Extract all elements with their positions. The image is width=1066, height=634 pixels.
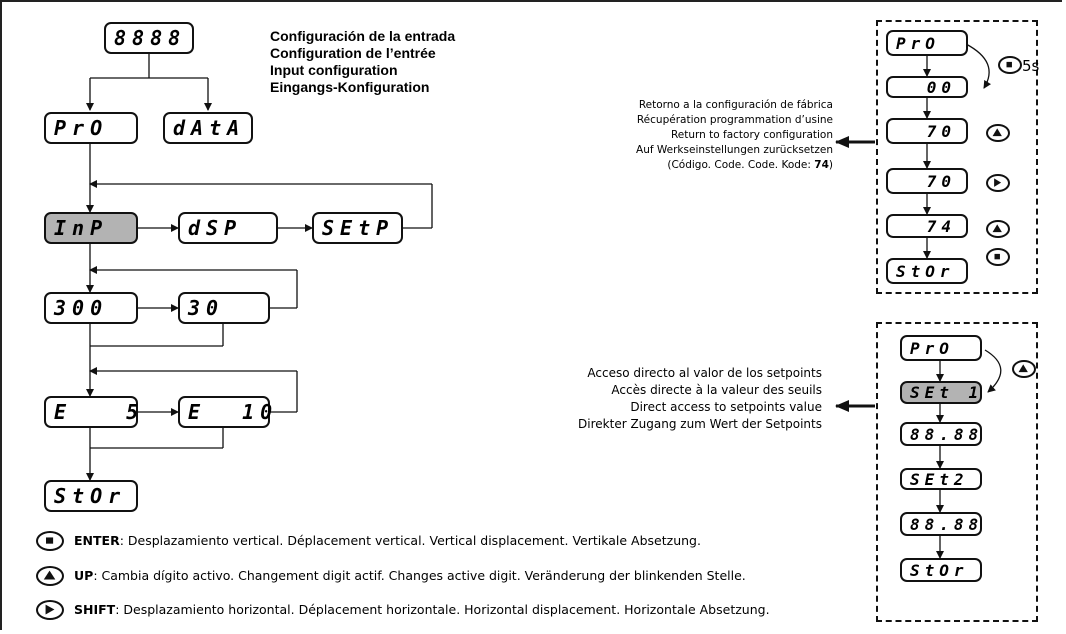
reset-display-70a: 70: [886, 118, 968, 144]
display-stor: StOr: [44, 480, 138, 512]
up-button-icon: [986, 220, 1010, 238]
display-pro: PrO: [44, 112, 138, 144]
setpoint-access-description: Acceso directo al valor de los setpoints…: [578, 365, 822, 433]
enter-button-icon: [998, 56, 1022, 74]
enter-button-icon: [986, 248, 1010, 266]
legend-shift-text: : Desplazamiento horizontal. Déplacement…: [115, 602, 770, 617]
legend-enter: ENTER: Desplazamiento vertical. Déplacem…: [74, 533, 701, 548]
setpoint-desc-fr: Accès directe à la valeur des seuils: [611, 383, 822, 397]
hold-time-label: 5s: [1022, 57, 1040, 75]
display-30: 30: [178, 292, 270, 324]
shift-button-icon: [986, 174, 1010, 192]
display-300: 300: [44, 292, 138, 324]
display-e5: E 5: [44, 396, 138, 428]
display-e10: E 10: [178, 396, 272, 428]
reset-display-pro: PrO: [886, 30, 968, 56]
display-dsp: dSP: [178, 212, 278, 244]
display-inp: InP: [44, 212, 138, 244]
setpoint-display-pro: PrO: [900, 335, 982, 361]
shift-button-icon: [36, 600, 64, 620]
setpoint-desc-de: Direkter Zugang zum Wert der Setpoints: [578, 417, 822, 431]
reset-desc-de: Auf Werkseinstellungen zurücksetzen: [636, 144, 833, 156]
setpoint-desc-es: Acceso directo al valor de los setpoints: [587, 366, 822, 380]
reset-display-70b: 70: [886, 168, 968, 194]
legend-up-text: : Cambia dígito activo. Changement digit…: [93, 568, 746, 583]
factory-reset-description: Retorno a la configuración de fábrica Ré…: [636, 98, 833, 173]
setpoint-display-value1: 88.88: [900, 422, 982, 446]
legend-enter-key: ENTER: [74, 533, 120, 548]
reset-display-74: 74: [886, 214, 968, 238]
title-line-fr: Configuration de l’entrée: [270, 45, 436, 61]
legend-up-key: UP: [74, 568, 94, 583]
legend-shift-key: SHIFT: [74, 602, 116, 617]
setpoint-access-panel: [876, 322, 1038, 622]
up-button-icon: [986, 124, 1010, 142]
reset-desc-en: Return to factory configuration: [670, 129, 833, 141]
setpoint-display-stor: StOr: [900, 558, 982, 582]
setpoint-desc-en: Direct access to setpoints value: [630, 400, 822, 414]
setpoint-display-set1: SEt 1: [900, 381, 982, 404]
reset-display-stor: StOr: [886, 258, 968, 284]
setpoint-display-value2: 88.88: [900, 512, 982, 536]
setpoint-display-set2: SEt2: [900, 468, 982, 490]
up-button-icon: [1012, 360, 1036, 378]
display-data: dAtA: [163, 112, 253, 144]
legend-enter-text: : Desplazamiento vertical. Déplacement v…: [119, 533, 701, 548]
reset-desc-es: Retorno a la configuración de fábrica: [638, 99, 833, 111]
up-button-icon: [36, 566, 64, 586]
legend-shift: SHIFT: Desplazamiento horizontal. Déplac…: [74, 602, 770, 617]
title-line-es: Configuración de la entrada: [270, 28, 456, 44]
display-setp: SEtP: [312, 212, 403, 244]
reset-display-00: 00: [886, 76, 968, 98]
display-8888: 8888: [104, 22, 194, 54]
reset-code-prefix: (Código. Code. Code. Kode:: [667, 159, 815, 171]
factory-reset-panel: [876, 20, 1038, 294]
reset-code-line: (Código. Code. Code. Kode: 74): [636, 158, 833, 173]
diagram-title: Configuración de la entrada Configuratio…: [270, 28, 455, 96]
title-line-de: Eingangs-Konfiguration: [270, 79, 430, 95]
reset-desc-fr: Récupération programmation d’usine: [636, 114, 833, 126]
title-line-en: Input configuration: [270, 62, 398, 78]
reset-code-value: 74: [814, 159, 829, 171]
reset-code-suffix: ): [828, 159, 833, 171]
legend-up: UP: Cambia dígito activo. Changement dig…: [74, 568, 746, 583]
enter-button-icon: [36, 531, 64, 551]
